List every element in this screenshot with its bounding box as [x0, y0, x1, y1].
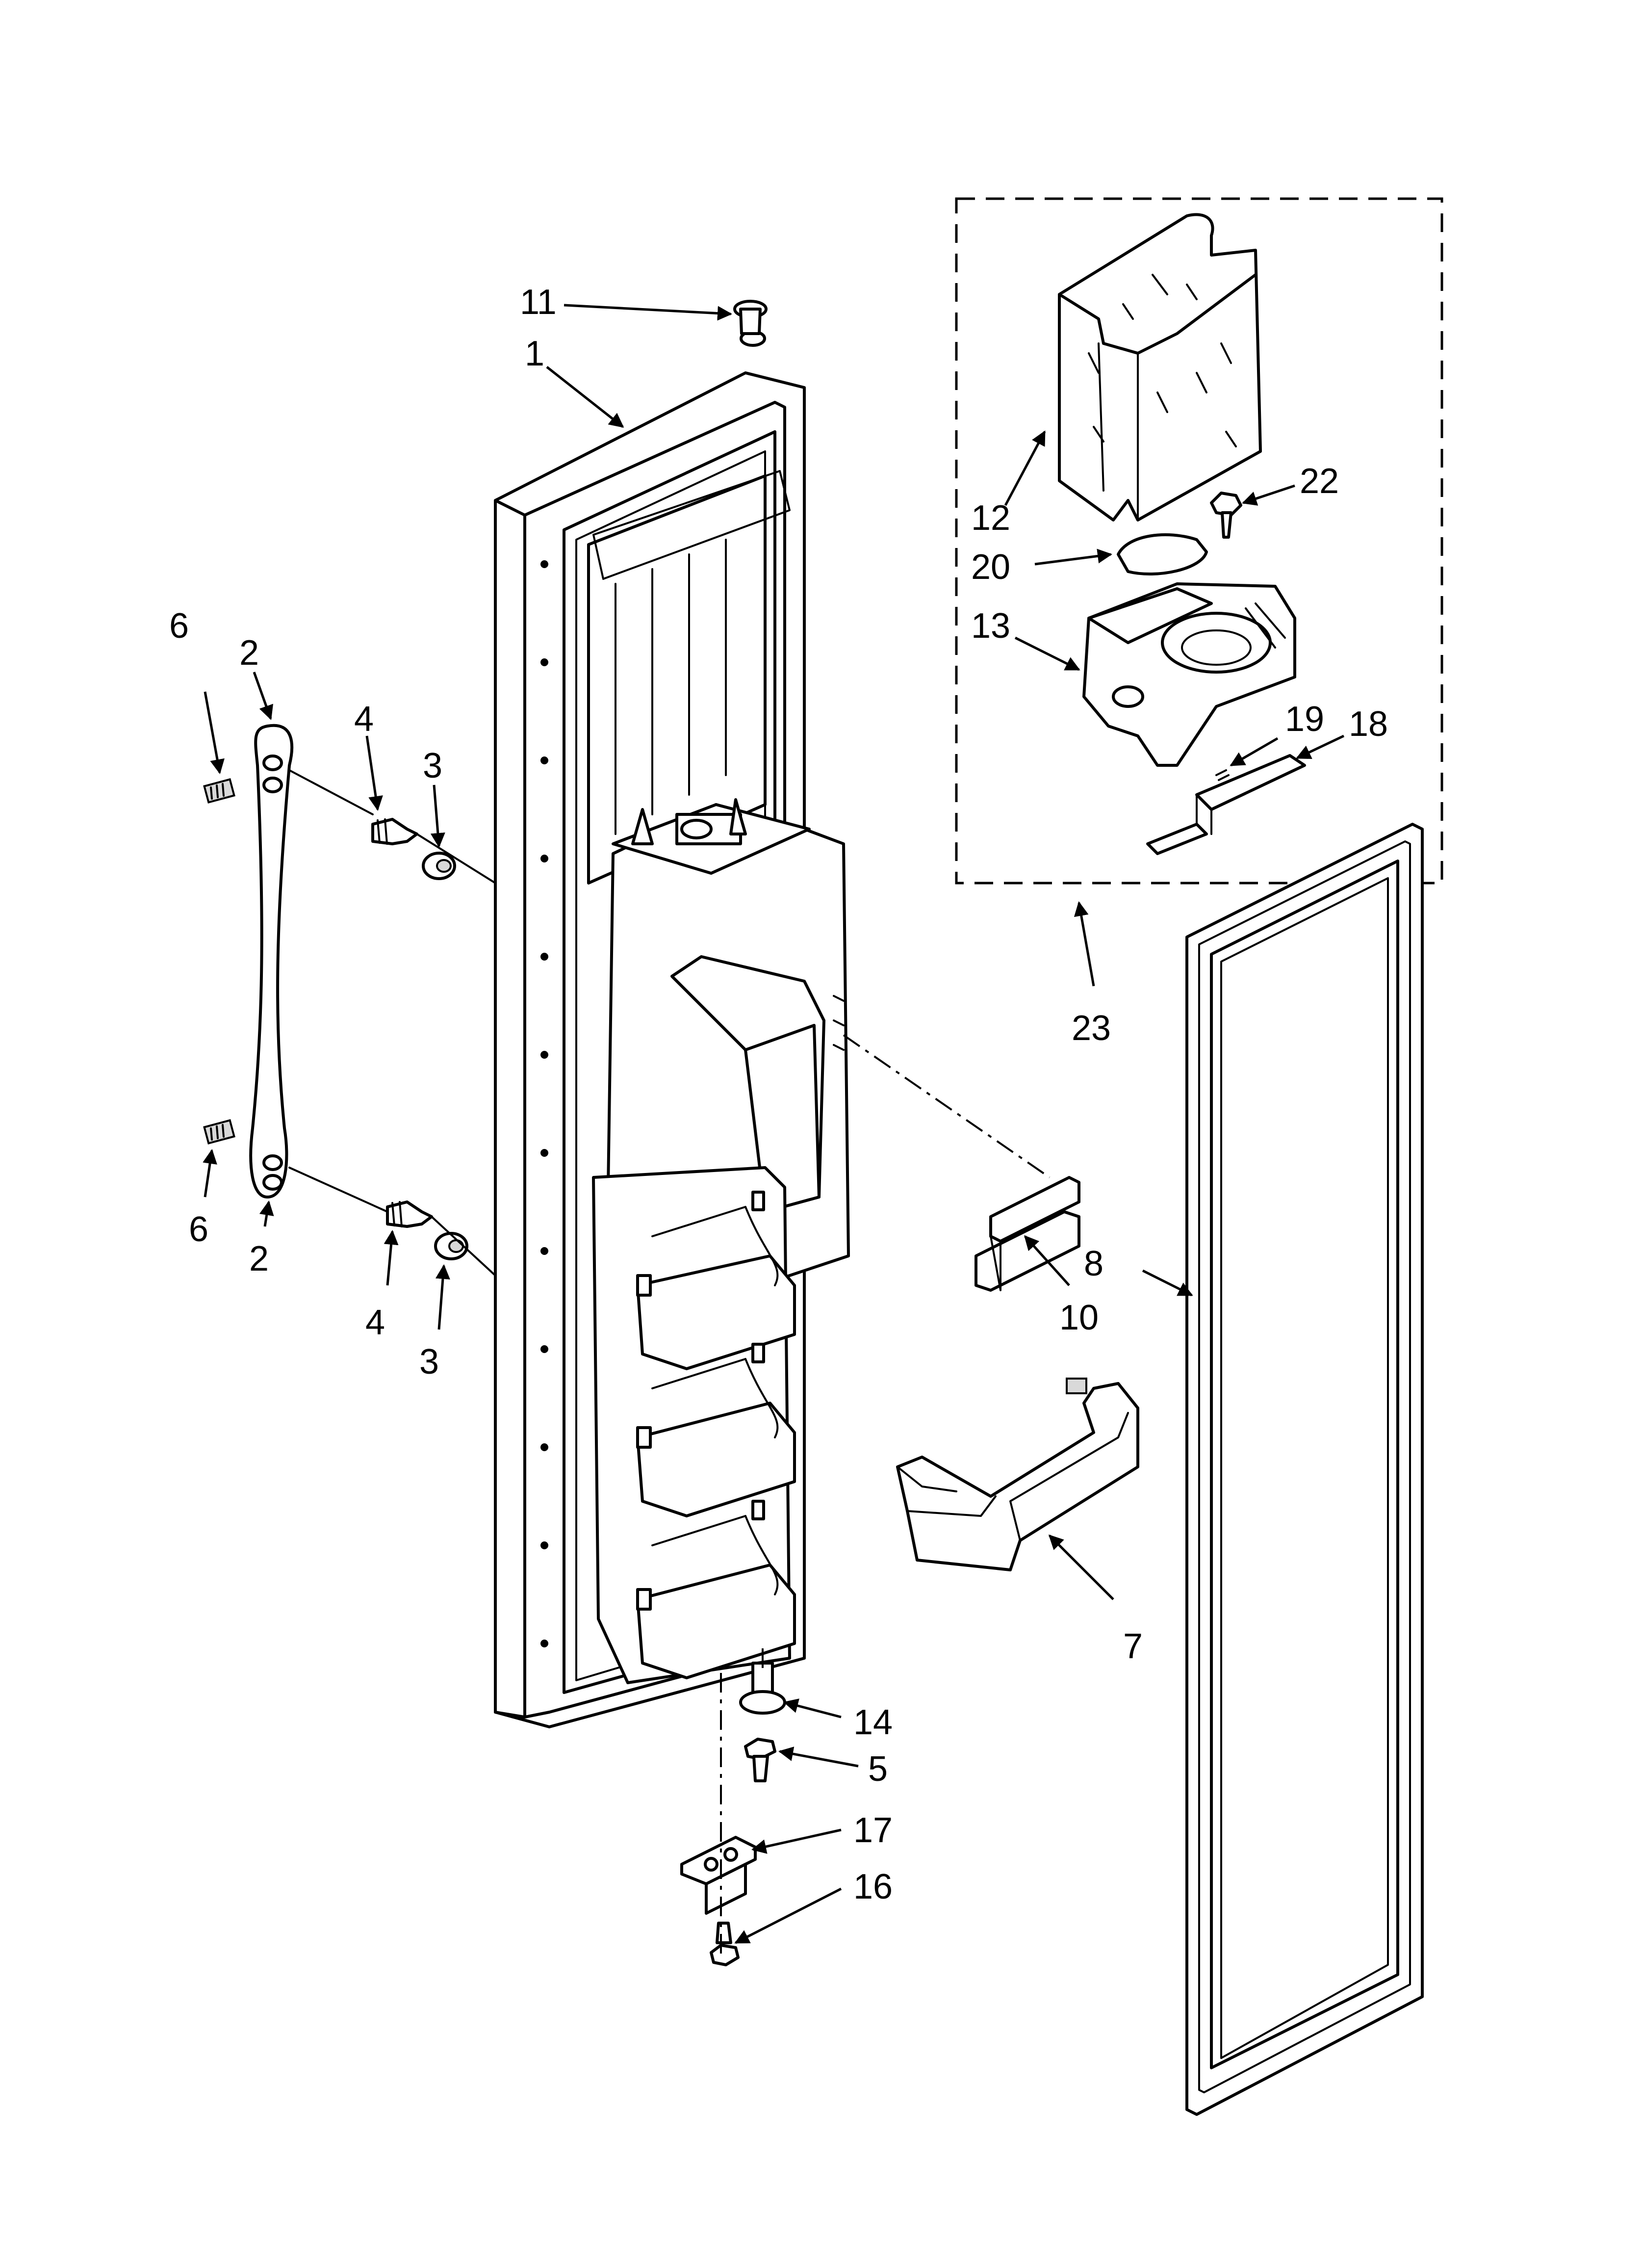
label-part-14: 14 — [853, 1703, 893, 1742]
label-part-6-upper: 6 — [169, 606, 189, 646]
label-part-5: 5 — [868, 1749, 888, 1789]
label-part-17: 17 — [853, 1811, 893, 1850]
top-plug — [733, 300, 768, 335]
label-part-18: 18 — [1349, 704, 1388, 744]
handle-screw-upper — [371, 818, 418, 845]
label-part-22: 22 — [1300, 462, 1339, 501]
set-screw-lower — [203, 1119, 235, 1145]
label-part-4-upper: 4 — [354, 700, 374, 739]
callout-labels: 11 1 6 2 4 3 6 2 4 3 12 22 20 13 19 18 2… — [169, 283, 1388, 1906]
hinge-screw — [744, 1738, 776, 1782]
label-part-19: 19 — [1285, 700, 1324, 739]
label-part-11: 11 — [520, 283, 557, 322]
label-part-3-lower: 3 — [419, 1342, 439, 1382]
label-part-7: 7 — [1123, 1627, 1143, 1666]
label-part-12: 12 — [971, 498, 1010, 538]
bracket — [1146, 754, 1306, 855]
label-part-1: 1 — [525, 334, 544, 373]
label-part-2-lower: 2 — [249, 1239, 269, 1278]
label-part-16: 16 — [853, 1867, 893, 1906]
label-part-10: 10 — [1059, 1298, 1099, 1337]
ice-bucket — [1058, 213, 1262, 521]
set-screw-upper — [203, 778, 235, 804]
spacer-upper — [422, 852, 456, 880]
ice-bucket-assembly-boundary — [955, 197, 1443, 885]
label-part-8: 8 — [1084, 1244, 1103, 1283]
door-bin — [896, 1378, 1139, 1571]
door-handle — [249, 724, 294, 1199]
bucket-housing — [1082, 582, 1296, 767]
handle-screw-lower — [386, 1200, 433, 1228]
door-shelves — [592, 1166, 796, 1684]
hinge-pin-bushing — [739, 1662, 786, 1715]
leader-lines — [203, 304, 1345, 1944]
auger-disc — [1117, 533, 1208, 576]
label-part-2-upper: 2 — [239, 633, 259, 673]
hinge-bracket — [680, 1836, 757, 1915]
label-part-13: 13 — [971, 606, 1010, 646]
door-gasket — [1185, 823, 1424, 2116]
hinge-bolt — [710, 1922, 740, 1966]
label-part-6-lower: 6 — [189, 1210, 208, 1249]
slide-rail — [975, 1176, 1080, 1292]
label-part-20: 20 — [971, 547, 1010, 587]
door-frame-rivets — [540, 560, 548, 1647]
label-part-23: 23 — [1072, 1009, 1111, 1048]
label-part-4-lower: 4 — [365, 1303, 385, 1342]
bucket-screw — [1210, 492, 1242, 539]
label-part-3-upper: 3 — [423, 746, 442, 785]
